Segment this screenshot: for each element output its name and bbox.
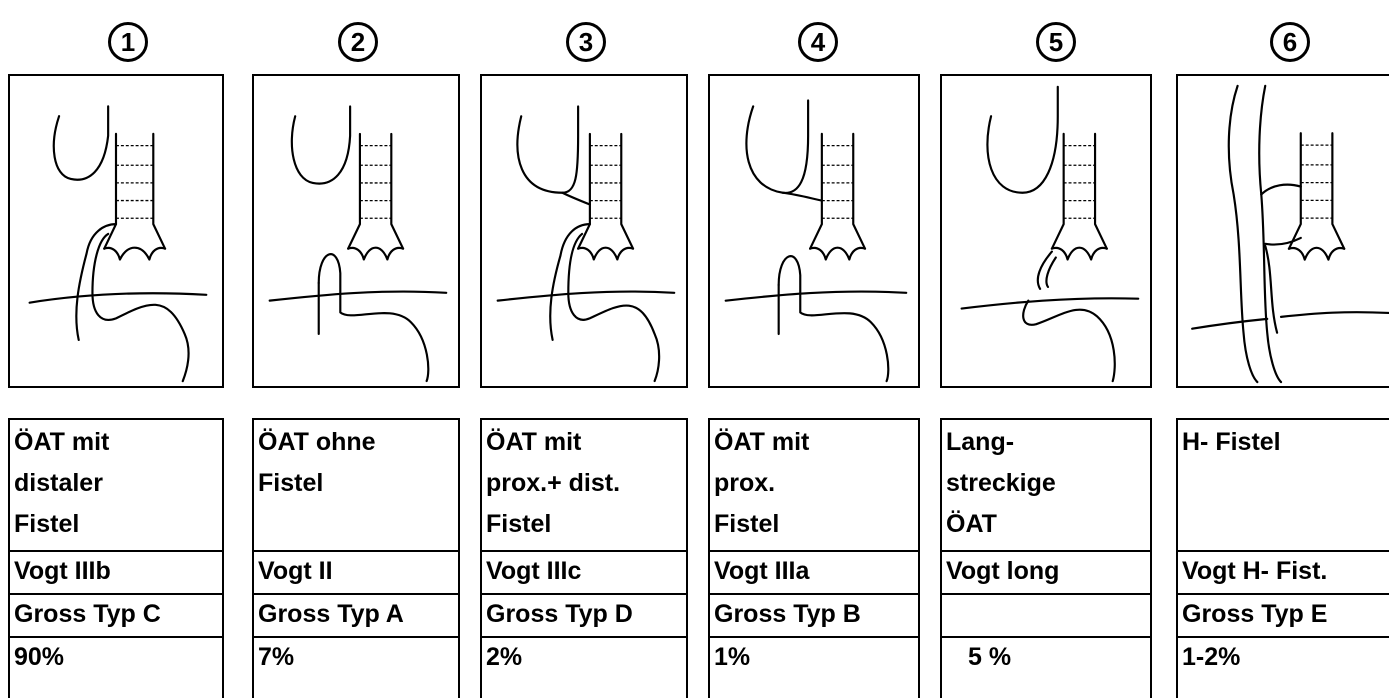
classification-table: H- Fistel Vogt H- Fist. Gross Typ E 1-2% <box>1176 418 1389 698</box>
classification-table: ÖAT mit prox.+ dist. Fistel Vogt IIIc Gr… <box>480 418 688 698</box>
frequency: 7% <box>254 638 458 698</box>
gross-classification <box>942 595 1150 638</box>
type-name-line: Fistel <box>258 463 454 504</box>
type-name: ÖAT mit distaler Fistel <box>10 420 222 552</box>
type-column-5: 5 Lang- streckige ÖAT Vogt long 5 % <box>934 0 1152 684</box>
vogt-classification: Vogt H- Fist. <box>1178 552 1389 595</box>
type-name: ÖAT mit prox. Fistel <box>710 420 918 552</box>
classification-table: ÖAT ohne Fistel Vogt II Gross Typ A 7% <box>252 418 460 698</box>
esophagus-trachea-drawing <box>254 76 458 386</box>
classification-table: Lang- streckige ÖAT Vogt long 5 % <box>940 418 1152 698</box>
type-name-line: Fistel <box>486 504 682 545</box>
frequency: 2% <box>482 638 686 698</box>
type-column-4: 4 ÖAT mit prox. Fistel Vogt IIIa Gross T… <box>702 0 920 684</box>
anatomy-illustration <box>8 74 224 388</box>
type-name-line: ÖAT mit <box>14 422 218 463</box>
type-number-badge: 5 <box>1036 22 1076 62</box>
vogt-classification: Vogt II <box>254 552 458 595</box>
frequency: 1% <box>710 638 918 698</box>
type-column-2: 2 ÖAT ohne Fistel Vogt II Gross Typ A 7% <box>246 0 460 684</box>
type-name-line: Fistel <box>14 504 218 545</box>
anatomy-illustration <box>708 74 920 388</box>
type-number-badge: 2 <box>338 22 378 62</box>
type-name-line: ÖAT <box>946 504 1146 545</box>
classification-table: ÖAT mit prox. Fistel Vogt IIIa Gross Typ… <box>708 418 920 698</box>
vogt-classification: Vogt long <box>942 552 1150 595</box>
type-name: ÖAT mit prox.+ dist. Fistel <box>482 420 686 552</box>
type-name: Lang- streckige ÖAT <box>942 420 1150 552</box>
type-name-line: streckige <box>946 463 1146 504</box>
vogt-classification: Vogt IIIb <box>10 552 222 595</box>
type-name-line: ÖAT mit <box>486 422 682 463</box>
type-name-line: prox. <box>714 463 914 504</box>
gross-classification: Gross Typ A <box>254 595 458 638</box>
gross-classification: Gross Typ E <box>1178 595 1389 638</box>
type-name: H- Fistel <box>1178 420 1389 552</box>
esophagus-trachea-drawing <box>482 76 686 386</box>
type-name-line: distaler <box>14 463 218 504</box>
frequency: 90% <box>10 638 222 698</box>
type-name-line: H- Fistel <box>1182 422 1385 463</box>
frequency: 5 % <box>942 638 1150 698</box>
type-name-line: prox.+ dist. <box>486 463 682 504</box>
esophagus-trachea-drawing <box>710 76 918 386</box>
gross-classification: Gross Typ B <box>710 595 918 638</box>
type-number-badge: 4 <box>798 22 838 62</box>
anatomy-illustration <box>480 74 688 388</box>
type-name-line: ÖAT mit <box>714 422 914 463</box>
frequency: 1-2% <box>1178 638 1389 698</box>
type-name-line: ÖAT ohne <box>258 422 454 463</box>
gross-classification: Gross Typ D <box>482 595 686 638</box>
gross-classification: Gross Typ C <box>10 595 222 638</box>
type-number-badge: 1 <box>108 22 148 62</box>
anatomy-illustration <box>1176 74 1389 388</box>
vogt-classification: Vogt IIIc <box>482 552 686 595</box>
esophagus-trachea-drawing <box>1178 76 1389 386</box>
type-column-6: 6 H- Fistel Vogt H- Fist. Gross Typ E 1-… <box>1166 0 1389 684</box>
type-column-1: 1 ÖAT mit distaler Fistel Vogt IIIb Gros… <box>0 0 230 684</box>
classification-table: ÖAT mit distaler Fistel Vogt IIIb Gross … <box>8 418 224 698</box>
vogt-classification: Vogt IIIa <box>710 552 918 595</box>
type-name-line: Fistel <box>714 504 914 545</box>
type-name-line: Lang- <box>946 422 1146 463</box>
type-number-badge: 3 <box>566 22 606 62</box>
esophagus-trachea-drawing <box>942 76 1150 386</box>
type-name: ÖAT ohne Fistel <box>254 420 458 552</box>
type-number-badge: 6 <box>1270 22 1310 62</box>
type-column-3: 3 ÖAT mit prox.+ dist. Fistel Vogt IIIc … <box>474 0 688 684</box>
anatomy-illustration <box>252 74 460 388</box>
esophagus-trachea-drawing <box>10 76 222 386</box>
anatomy-illustration <box>940 74 1152 388</box>
